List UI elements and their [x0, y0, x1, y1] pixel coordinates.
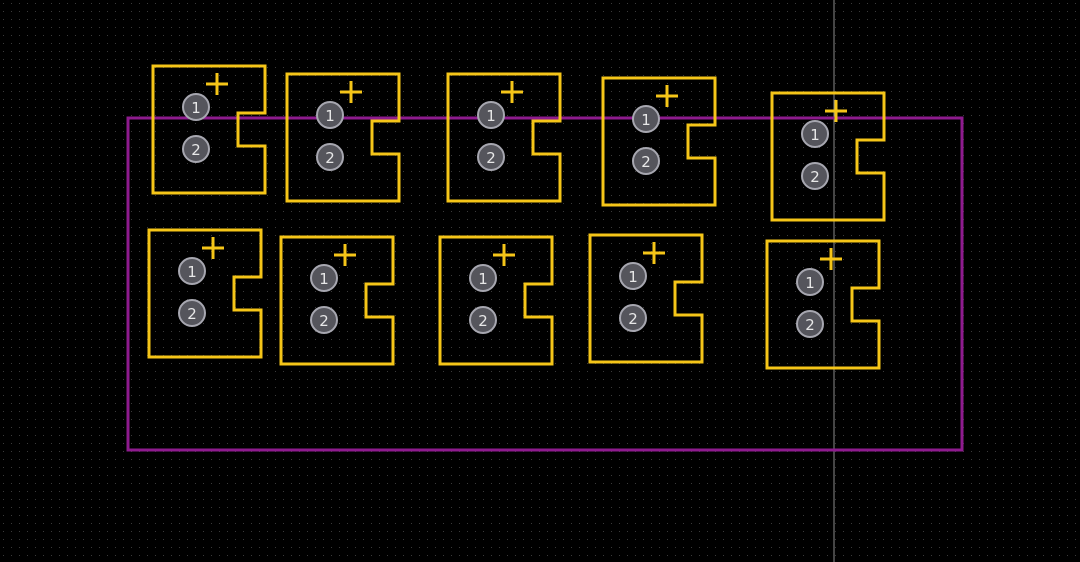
pad-circle	[310, 264, 338, 292]
pad-number-label: 2	[486, 149, 496, 167]
footprint-outline	[279, 235, 395, 366]
footprint[interactable]: 12	[151, 64, 267, 195]
pad-2[interactable]: 2	[477, 143, 505, 171]
pad-circle	[477, 143, 505, 171]
pad-number-label: 2	[478, 312, 488, 330]
pad-2[interactable]: 2	[619, 304, 647, 332]
pad-1[interactable]: 1	[619, 262, 647, 290]
footprint[interactable]: 12	[438, 235, 554, 366]
pad-circle	[469, 264, 497, 292]
pad-number-label: 1	[187, 263, 197, 281]
polarity-plus-icon	[820, 248, 842, 270]
pad-number-label: 1	[810, 126, 820, 144]
pad-circle	[182, 93, 210, 121]
polarity-plus-icon	[825, 100, 847, 122]
pad-circle	[469, 306, 497, 334]
pad-number-label: 2	[191, 141, 201, 159]
pad-number-label: 2	[805, 316, 815, 334]
polarity-plus-icon	[340, 81, 362, 103]
footprint-outline	[285, 72, 401, 203]
footprint[interactable]: 12	[770, 91, 886, 222]
pad-number-label: 1	[325, 107, 335, 125]
pad-2[interactable]: 2	[632, 147, 660, 175]
pad-2[interactable]: 2	[178, 299, 206, 327]
pad-number-label: 2	[810, 168, 820, 186]
footprint[interactable]: 12	[765, 239, 881, 370]
pad-circle	[316, 143, 344, 171]
pad-1[interactable]: 1	[801, 120, 829, 148]
pad-circle	[178, 257, 206, 285]
pad-circle	[632, 147, 660, 175]
footprint-outline	[438, 235, 554, 366]
footprint[interactable]: 12	[279, 235, 395, 366]
pad-2[interactable]: 2	[310, 306, 338, 334]
pad-number-label: 1	[478, 270, 488, 288]
pad-1[interactable]: 1	[469, 264, 497, 292]
pad-1[interactable]: 1	[316, 101, 344, 129]
pad-number-label: 1	[319, 270, 329, 288]
pad-circle	[310, 306, 338, 334]
pad-circle	[801, 162, 829, 190]
pad-number-label: 1	[486, 107, 496, 125]
footprint[interactable]: 12	[446, 72, 562, 203]
pad-1[interactable]: 1	[796, 268, 824, 296]
pad-number-label: 2	[325, 149, 335, 167]
pad-number-label: 1	[191, 99, 201, 117]
pad-circle	[796, 310, 824, 338]
pad-2[interactable]: 2	[469, 306, 497, 334]
pad-circle	[619, 304, 647, 332]
polarity-plus-icon	[202, 237, 224, 259]
footprint[interactable]: 12	[147, 228, 263, 359]
pad-circle	[477, 101, 505, 129]
footprint-outline	[770, 91, 886, 222]
footprint-outline	[765, 239, 881, 370]
pad-1[interactable]: 1	[178, 257, 206, 285]
pad-number-label: 2	[187, 305, 197, 323]
pad-circle	[178, 299, 206, 327]
pad-number-label: 2	[628, 310, 638, 328]
pad-number-label: 1	[805, 274, 815, 292]
pad-circle	[619, 262, 647, 290]
polarity-plus-icon	[206, 73, 228, 95]
pad-2[interactable]: 2	[316, 143, 344, 171]
footprint[interactable]: 12	[601, 76, 717, 207]
pad-2[interactable]: 2	[182, 135, 210, 163]
footprint-outline	[446, 72, 562, 203]
pad-circle	[316, 101, 344, 129]
pad-1[interactable]: 1	[182, 93, 210, 121]
pad-2[interactable]: 2	[801, 162, 829, 190]
polarity-plus-icon	[493, 244, 515, 266]
pad-circle	[801, 120, 829, 148]
pad-circle	[632, 105, 660, 133]
footprint-outline	[601, 76, 717, 207]
footprint[interactable]: 12	[588, 233, 704, 364]
footprint-outline	[147, 228, 263, 359]
pad-number-label: 2	[641, 153, 651, 171]
footprint-outline	[151, 64, 267, 195]
pad-number-label: 1	[628, 268, 638, 286]
pad-2[interactable]: 2	[796, 310, 824, 338]
pad-1[interactable]: 1	[477, 101, 505, 129]
pad-1[interactable]: 1	[632, 105, 660, 133]
footprint-outline	[588, 233, 704, 364]
pad-number-label: 1	[641, 111, 651, 129]
footprint[interactable]: 12	[285, 72, 401, 203]
pad-circle	[796, 268, 824, 296]
pad-1[interactable]: 1	[310, 264, 338, 292]
polarity-plus-icon	[501, 81, 523, 103]
polarity-plus-icon	[334, 244, 356, 266]
pad-number-label: 2	[319, 312, 329, 330]
polarity-plus-icon	[656, 85, 678, 107]
polarity-plus-icon	[643, 242, 665, 264]
board-outline[interactable]	[126, 116, 964, 452]
pad-circle	[182, 135, 210, 163]
